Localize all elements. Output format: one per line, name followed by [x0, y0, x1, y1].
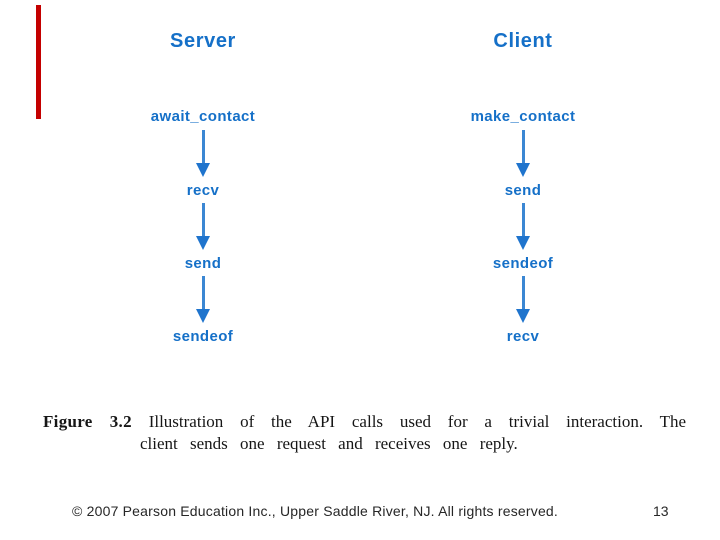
arrow-head [516, 309, 530, 323]
server-column-header: Server [170, 30, 236, 52]
server-step-recv: recv [186, 182, 220, 199]
client-step-sendeof: sendeof [492, 255, 554, 272]
figure-caption-line1: Figure 3.2 Illustration of the API calls… [43, 411, 686, 433]
figure-caption-line2: client sends one request and receives on… [140, 434, 518, 453]
client-step-send: send [504, 182, 542, 199]
server-step-await-contact: await_contact [150, 108, 256, 125]
accent-bar [36, 5, 41, 119]
arrow-head [516, 236, 530, 250]
figure-caption-text: Illustration of the API calls used for a… [148, 412, 686, 431]
arrow-head [196, 309, 210, 323]
arrow-head [196, 163, 210, 177]
down-arrow-icon [196, 203, 210, 250]
page-number: 13 [653, 503, 669, 519]
down-arrow-icon [516, 130, 530, 177]
arrow-shaft [521, 276, 525, 309]
server-step-sendeof: sendeof [172, 328, 234, 345]
down-arrow-icon [516, 276, 530, 323]
figure-label: Figure 3.2 [43, 412, 132, 431]
down-arrow-icon [516, 203, 530, 250]
arrow-shaft [521, 130, 525, 163]
arrow-shaft [201, 130, 205, 163]
arrow-shaft [201, 276, 205, 309]
arrow-head [516, 163, 530, 177]
copyright-notice: © 2007 Pearson Education Inc., Upper Sad… [72, 503, 559, 519]
client-column-header: Client [493, 30, 553, 52]
client-step-recv: recv [506, 328, 540, 345]
down-arrow-icon [196, 130, 210, 177]
arrow-shaft [201, 203, 205, 236]
down-arrow-icon [196, 276, 210, 323]
figure-caption: Figure 3.2 Illustration of the API calls… [43, 411, 686, 455]
server-step-send: send [184, 255, 222, 272]
arrow-head [196, 236, 210, 250]
arrow-shaft [521, 203, 525, 236]
client-step-make-contact: make_contact [470, 108, 576, 125]
